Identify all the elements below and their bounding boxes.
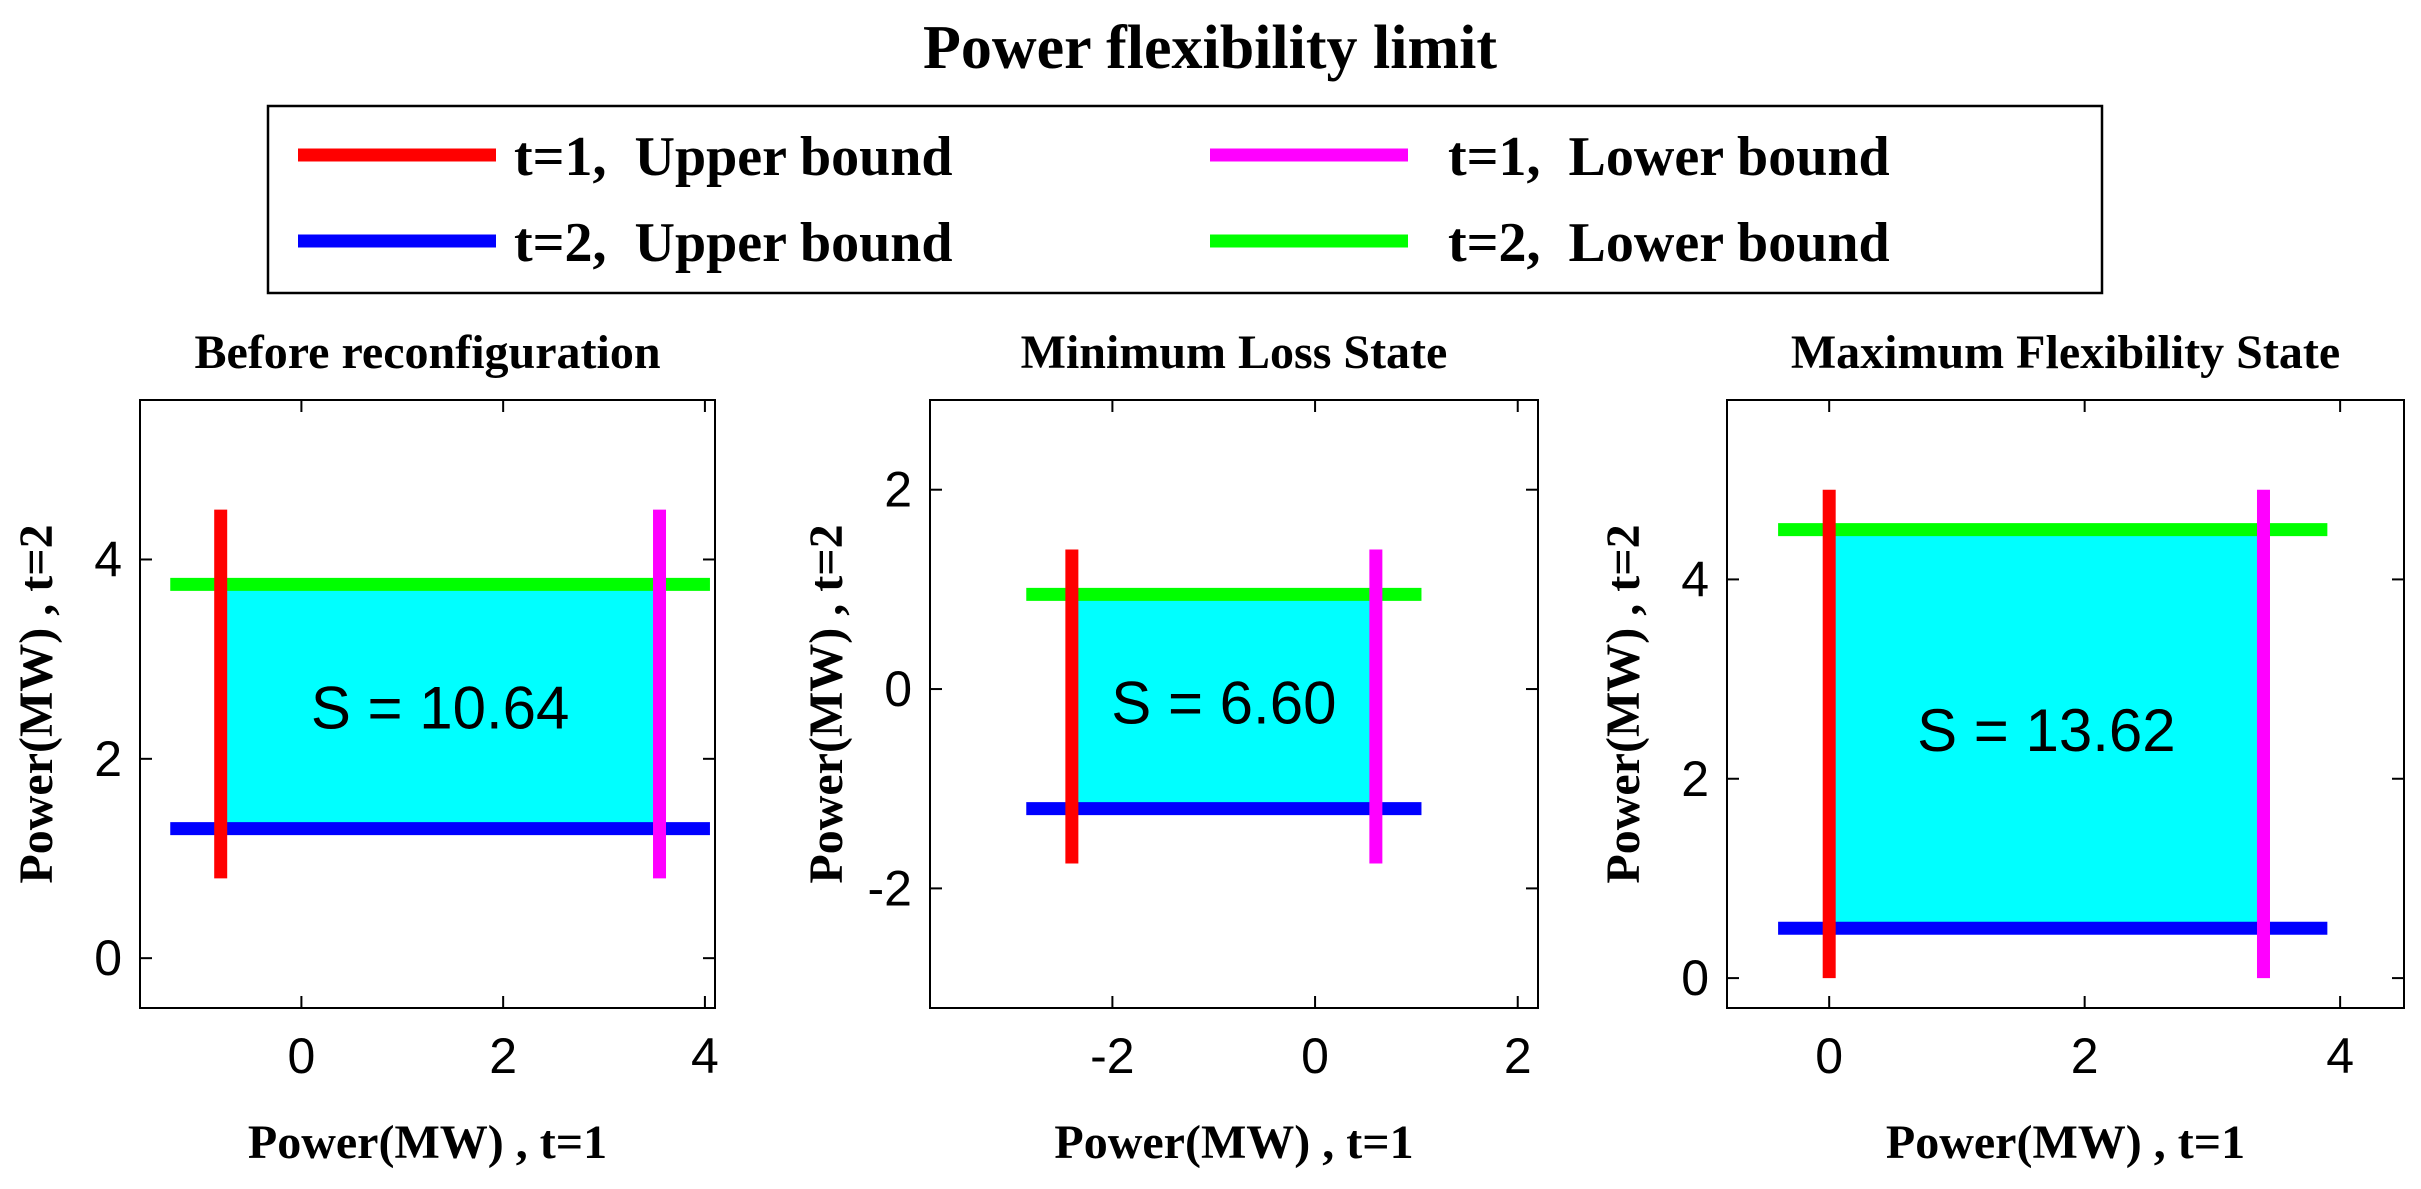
x-tick-label: 0 [287, 1028, 315, 1084]
subplot-title: Minimum Loss State [1021, 326, 1448, 379]
area-annotation: S = 13.62 [1917, 697, 2176, 764]
x-axis-label: Power(MW) , t=1 [1886, 1116, 2245, 1169]
x-axis-label: Power(MW) , t=1 [248, 1116, 607, 1169]
subplot-3: 0 2 4 0 2 4 Maximum Flexibility StatePower(MW)… [1597, 326, 2405, 1169]
legend-label-t2-upper: t=2, Upper bound [514, 212, 953, 274]
legend: t=1, Upper bound t=1, Lower bound t=2, U… [266, 104, 2104, 295]
y-tick-label: -2 [868, 860, 912, 916]
axes-frame [139, 399, 716, 1009]
x-tick-label: 4 [2326, 1028, 2354, 1084]
x-tick-label: 2 [489, 1028, 517, 1084]
flexibility-region [1829, 529, 2264, 929]
axes-frame [1726, 399, 2405, 1009]
y-tick-label: 4 [1681, 551, 1709, 607]
x-tick-label: -2 [1090, 1028, 1134, 1084]
subplot-title: Before reconfiguration [194, 326, 660, 379]
figure-title: Power flexibility limit [923, 14, 1497, 82]
legend-box [266, 104, 2104, 295]
y-tick-label: 4 [94, 531, 122, 587]
y-axis-label: Power(MW) , t=2 [800, 524, 853, 883]
y-tick-label: 2 [94, 731, 122, 787]
axes-frame [929, 399, 1539, 1009]
y-tick-label: 0 [884, 661, 912, 717]
y-axis-label: Power(MW) , t=2 [1597, 524, 1650, 883]
y-tick-label: 2 [884, 462, 912, 518]
legend-entry-t1-lower: t=1, Lower bound [1210, 126, 1890, 188]
x-tick-label: 2 [1504, 1028, 1532, 1084]
y-tick-label: 2 [1681, 751, 1709, 807]
flexibility-region [1071, 594, 1376, 809]
area-annotation: S = 10.64 [311, 674, 570, 741]
x-tick-label: 2 [2071, 1028, 2099, 1084]
y-tick-label: 0 [94, 930, 122, 986]
x-tick-label: 0 [1301, 1028, 1329, 1084]
legend-entry-t2-lower: t=2, Lower bound [1210, 212, 1890, 274]
legend-label-t2-lower: t=2, Lower bound [1448, 212, 1890, 274]
x-tick-label: 0 [1815, 1028, 1843, 1084]
y-tick-label: 0 [1681, 950, 1709, 1006]
x-tick-label: 4 [691, 1028, 719, 1084]
legend-entry-t1-upper: t=1, Upper bound [298, 126, 953, 188]
x-axis-label: Power(MW) , t=1 [1054, 1116, 1413, 1169]
legend-label-t1-lower: t=1, Lower bound [1448, 126, 1890, 188]
y-axis-label: Power(MW) , t=2 [10, 524, 63, 883]
area-annotation: S = 6.60 [1111, 670, 1336, 737]
flexibility-region [220, 584, 660, 829]
subplot-title: Maximum Flexibility State [1791, 326, 2340, 379]
legend-entry-t2-upper: t=2, Upper bound [298, 212, 953, 274]
legend-label-t1-upper: t=1, Upper bound [514, 126, 953, 188]
